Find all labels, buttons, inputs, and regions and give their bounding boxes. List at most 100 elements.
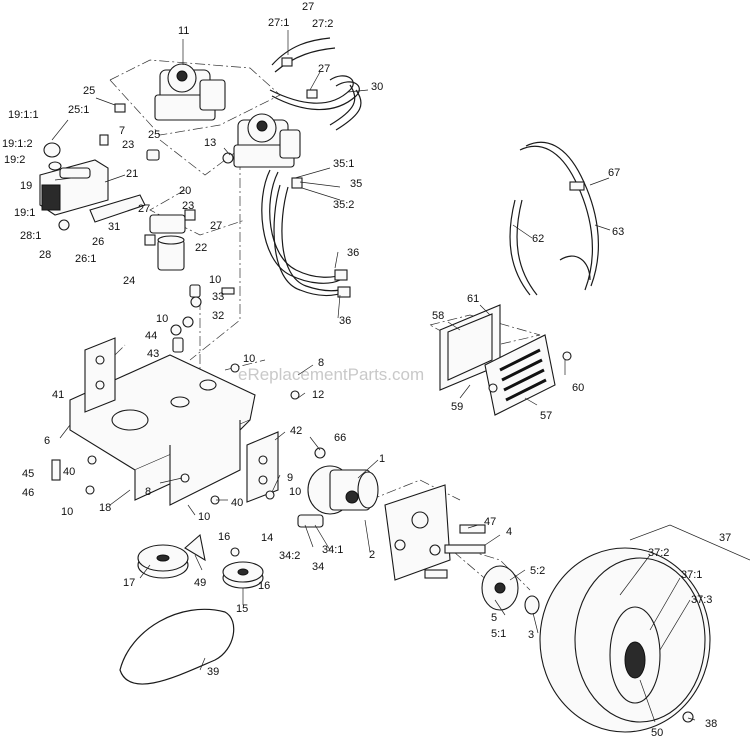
callout-28-1: 28:1 (20, 230, 41, 242)
callout-13: 13 (204, 137, 216, 149)
callout-5-2: 5:2 (530, 565, 545, 577)
callout-37-2: 37:2 (648, 547, 669, 559)
callout-20: 20 (179, 185, 191, 197)
callout-49: 49 (194, 577, 206, 589)
hydraulic-motor (297, 465, 379, 528)
callout-22: 22 (195, 242, 207, 254)
callout-21: 21 (126, 168, 138, 180)
callout-37-1: 37:1 (681, 569, 702, 581)
wheel-tire (539, 547, 711, 733)
callout-23: 23 (122, 139, 134, 151)
callout-34-1: 34:1 (322, 544, 343, 556)
callout-10: 10 (61, 506, 73, 518)
callout-62: 62 (532, 233, 544, 245)
wheel-bracket-line (629, 524, 750, 561)
callout-11: 11 (178, 25, 189, 37)
callout-44: 44 (145, 330, 157, 342)
callout-18: 18 (99, 502, 111, 514)
callout-66: 66 (334, 432, 346, 444)
callout-19: 19 (20, 180, 32, 192)
callout-38: 38 (705, 718, 717, 730)
hydraulic-reservoir (39, 142, 109, 216)
callout-37-3: 37:3 (691, 594, 712, 606)
callout-17: 17 (123, 577, 135, 589)
fittings-stack (170, 284, 235, 353)
callout-36: 36 (339, 315, 351, 327)
callout-27: 27 (318, 63, 330, 75)
bracket-left (84, 337, 116, 413)
callout-10: 10 (289, 486, 301, 498)
callout-6: 6 (44, 435, 50, 447)
callout-10: 10 (198, 511, 210, 523)
drive-belt (119, 608, 235, 685)
callout-39: 39 (207, 666, 219, 678)
callout-31: 31 (108, 221, 120, 233)
callout-25: 25 (83, 85, 95, 97)
callout-8: 8 (318, 357, 324, 369)
callout-59: 59 (451, 401, 463, 413)
callout-46: 46 (22, 487, 34, 499)
callout-16: 16 (218, 531, 230, 543)
cooler-hoses (509, 141, 600, 296)
callout-37: 37 (719, 532, 731, 544)
callout-19-1-1: 19:1:1 (8, 109, 39, 121)
callout-35: 35 (350, 178, 362, 190)
callout-19-2: 19:2 (4, 154, 25, 166)
callout-45: 45 (22, 468, 34, 480)
callout-47: 47 (484, 516, 496, 528)
callout-32: 32 (212, 310, 224, 322)
motor-mount (384, 484, 451, 581)
callout-7: 7 (119, 125, 125, 137)
bolts-and-nuts (51, 103, 694, 723)
callout-16: 16 (258, 580, 270, 592)
callout-42: 42 (290, 425, 302, 437)
callout-67: 67 (608, 167, 620, 179)
callout-19-1-2: 19:1:2 (2, 138, 33, 150)
leader-lines (51, 30, 696, 723)
callout-40: 40 (231, 497, 243, 509)
callout-25-1: 25:1 (68, 104, 89, 116)
callout-5: 5 (491, 612, 497, 624)
callout-27-1: 27:1 (268, 17, 289, 29)
callout-1: 1 (379, 453, 385, 465)
callout-25: 25 (148, 129, 160, 141)
hydraulic-pump-upper (154, 63, 226, 121)
callout-26: 26 (92, 236, 104, 248)
oil-cooler (439, 304, 556, 416)
callout-40: 40 (63, 466, 75, 478)
idler-pulley (137, 533, 206, 579)
filter-assembly (58, 194, 186, 271)
callout-9: 9 (287, 472, 293, 484)
watermark: eReplacementParts.com (238, 365, 424, 384)
hydraulic-pump-lower (233, 113, 301, 168)
callout-8: 8 (145, 486, 151, 498)
callout-15: 15 (236, 603, 248, 615)
callout-14: 14 (261, 532, 273, 544)
callout-35-1: 35:1 (333, 158, 354, 170)
callout-43: 43 (147, 348, 159, 360)
callout-34-2: 34:2 (279, 550, 300, 562)
callout-28: 28 (39, 249, 51, 261)
callout-3: 3 (528, 629, 534, 641)
callout-27: 27 (302, 1, 314, 13)
callout-5-1: 5:1 (491, 628, 506, 640)
callout-2: 2 (369, 549, 375, 561)
callout-63: 63 (612, 226, 624, 238)
callout-58: 58 (432, 310, 444, 322)
callout-10: 10 (209, 274, 221, 286)
callout-labels: 11 27:1 27 27:2 27 30 25 25:1 19:1:1 7 2… (2, 1, 731, 739)
callout-4: 4 (506, 526, 512, 538)
callout-10: 10 (156, 313, 168, 325)
callout-27: 27 (210, 220, 222, 232)
callout-36: 36 (347, 247, 359, 259)
drive-pulley (222, 561, 264, 589)
callout-50: 50 (651, 727, 663, 739)
callout-34: 34 (312, 561, 324, 573)
bracket-right (246, 431, 279, 503)
callout-12: 12 (312, 389, 324, 401)
callout-23: 23 (182, 200, 194, 212)
callout-41: 41 (52, 389, 64, 401)
callout-33: 33 (212, 291, 224, 303)
